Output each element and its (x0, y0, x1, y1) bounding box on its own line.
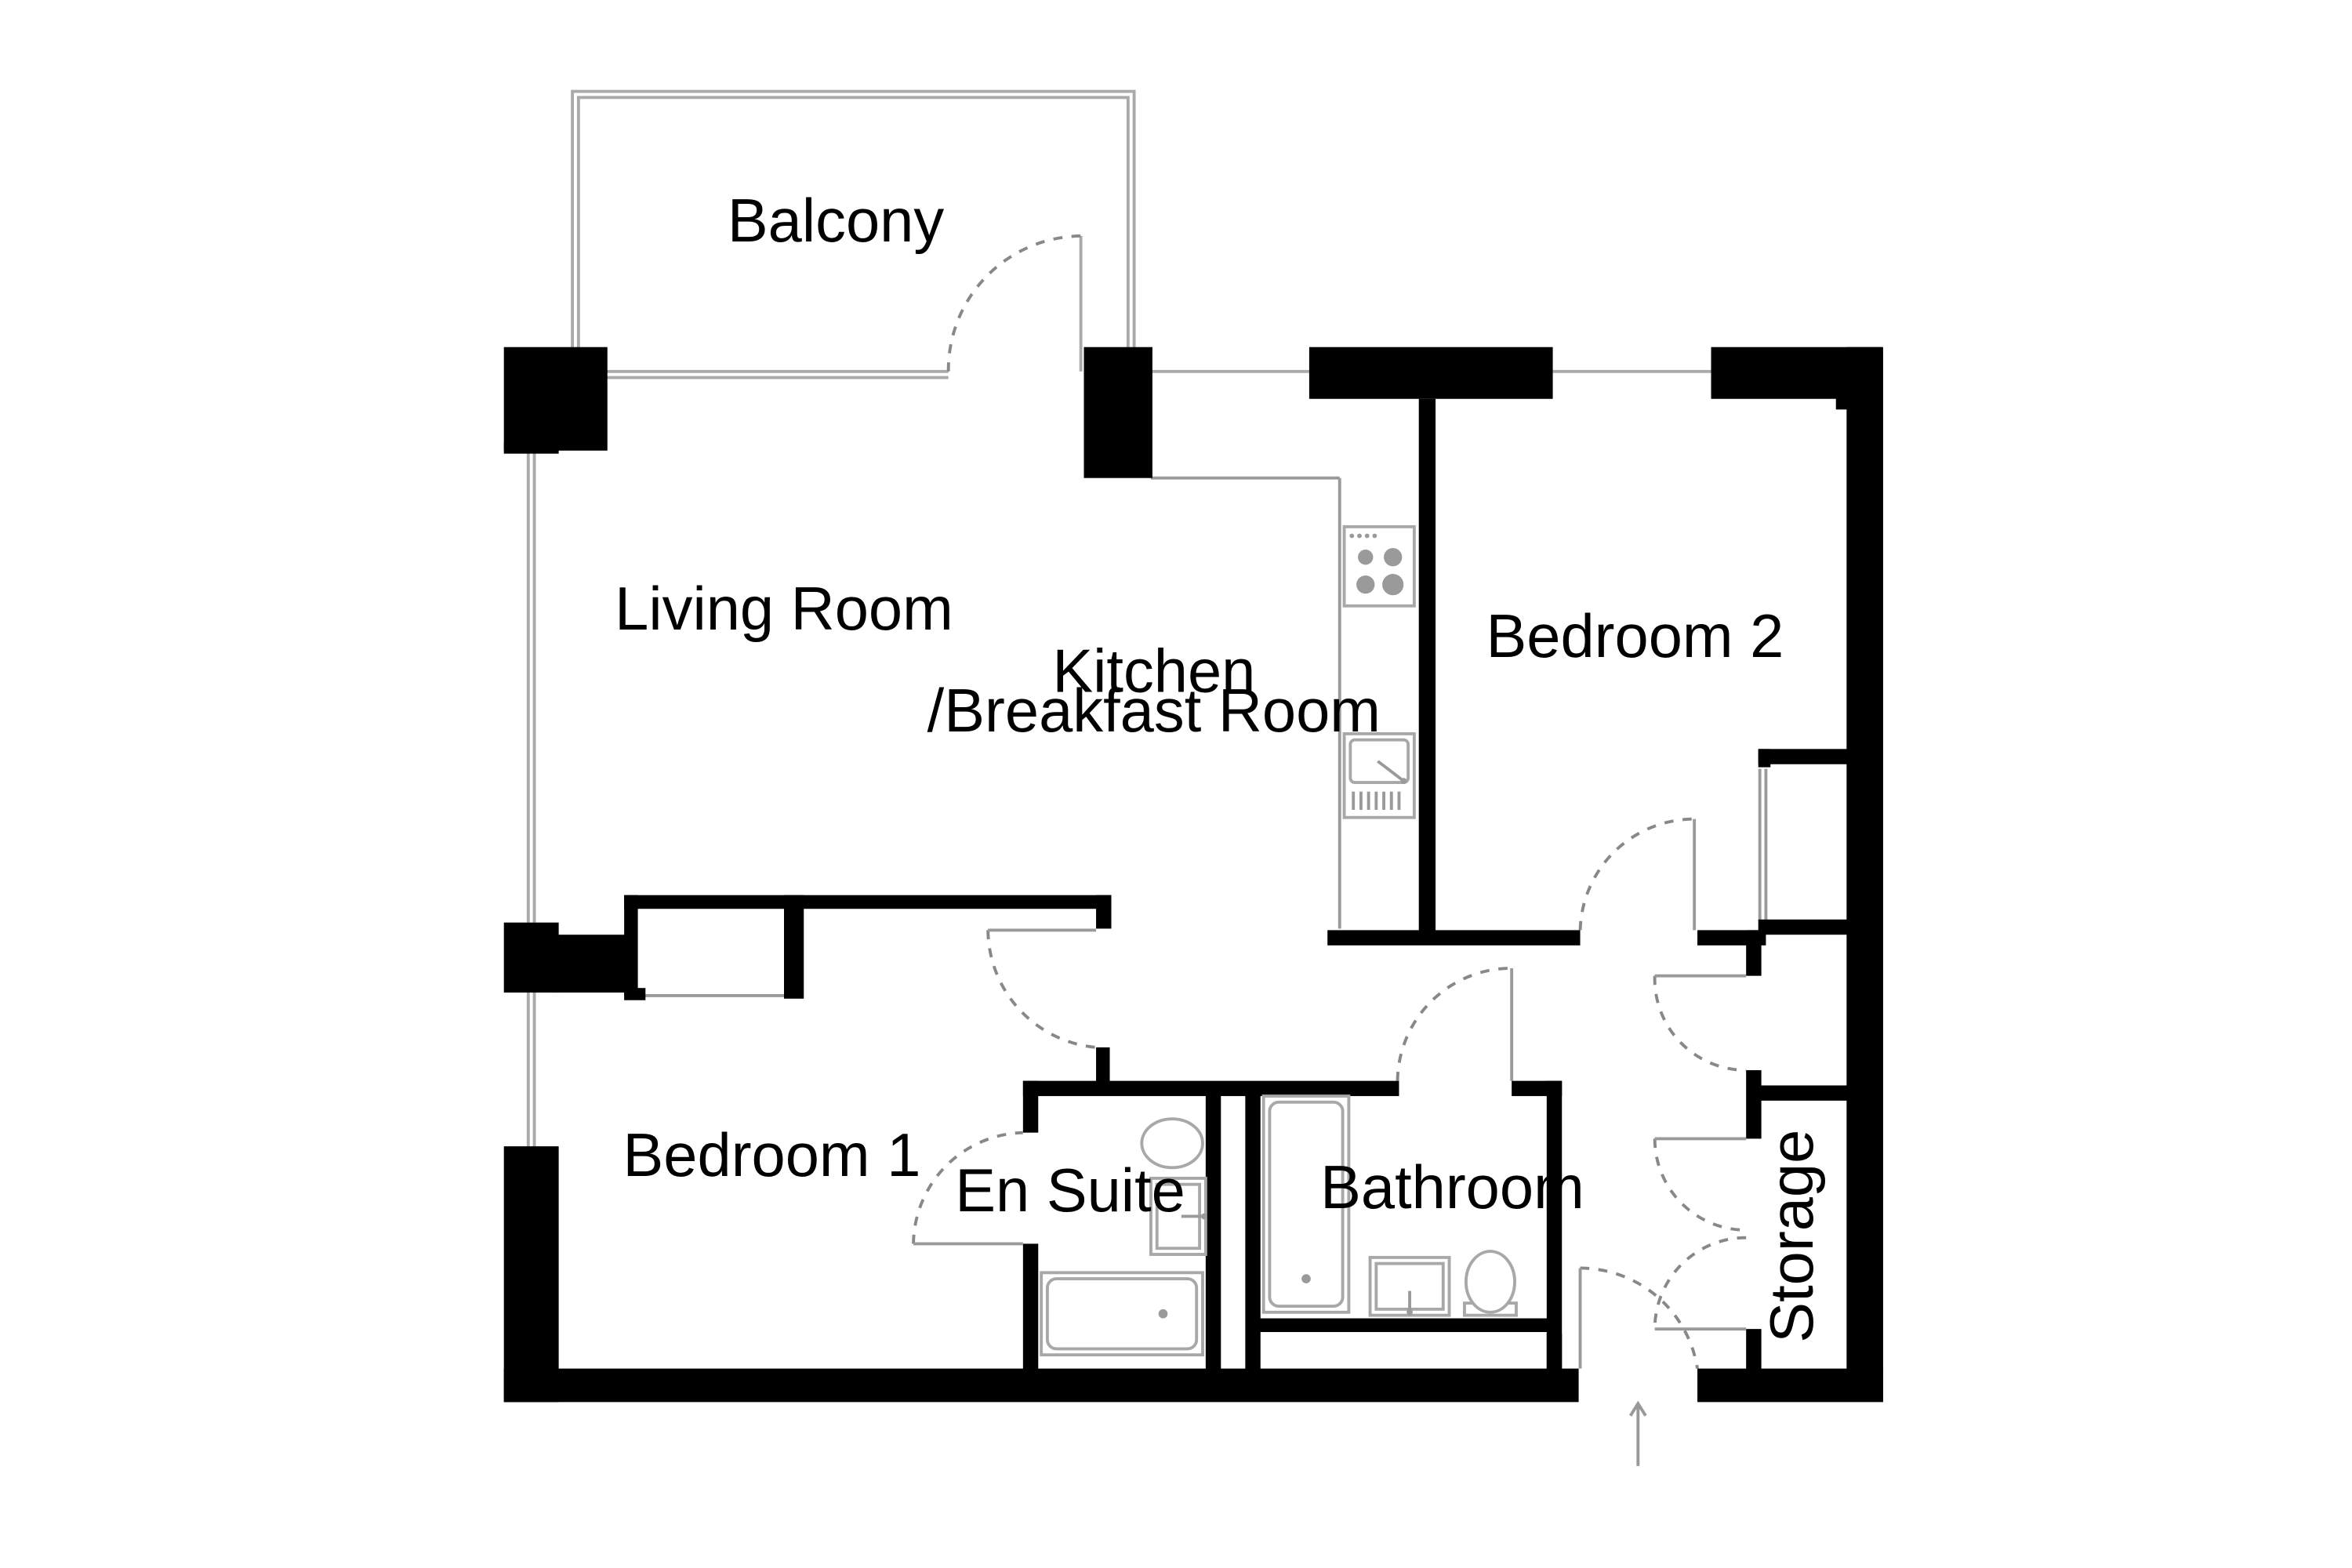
bathroom-toilet-icon (1463, 1250, 1518, 1317)
storage-label: Storage (1759, 1130, 1826, 1343)
window-glazing (526, 369, 1768, 1149)
door-swings (912, 234, 1747, 1369)
bathroom-basin-icon (1368, 1255, 1451, 1317)
bedroom-1-label: Bedroom 1 (623, 1122, 921, 1189)
entrance-arrow-icon (1628, 1400, 1647, 1466)
kitchen-sink-icon (1342, 731, 1416, 819)
bedroom-2-label: Bedroom 2 (1486, 603, 1784, 670)
ensuite-basin-icon (1149, 1176, 1207, 1256)
living-room-label: Living Room (615, 575, 953, 643)
hob-icon (1342, 524, 1416, 608)
ensuite-bath-icon (1040, 1271, 1204, 1357)
ensuite-toilet-icon (1140, 1117, 1204, 1170)
walls (503, 347, 1883, 1403)
bathtub-icon (1261, 1094, 1351, 1314)
en-suite-label: En Suite (955, 1157, 1185, 1225)
kitchen-label-line2: /Breakfast Room (927, 677, 1381, 745)
balcony-label: Balcony (728, 187, 944, 255)
balcony-outline (571, 89, 1136, 379)
kitchen-label-line1: Kitchen (1052, 638, 1255, 706)
bathroom-label: Bathroom (1320, 1154, 1584, 1221)
